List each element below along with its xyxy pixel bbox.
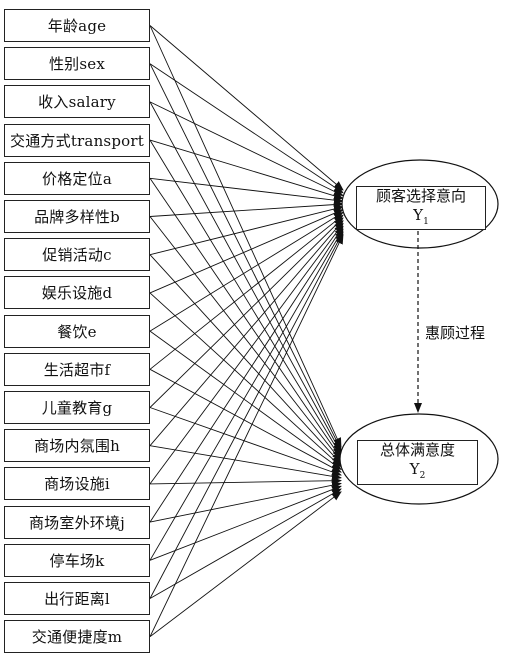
arrow-to-y2 [149,25,342,448]
arrow-to-y2 [149,330,342,470]
arrow-to-y2 [149,407,342,476]
arrow-to-y2 [149,491,342,638]
factor-box: 出行距离l [4,582,150,615]
arrow-to-y1 [149,231,344,599]
arrow-to-y1 [149,209,344,294]
y1-box: 顾客选择意向 Y1 [356,186,486,230]
arrow-to-y2 [149,178,342,460]
arrow-to-y2 [149,485,342,561]
arrow-to-y1 [149,200,344,217]
factor-box: 儿童教育g [4,391,150,424]
arrow-to-y2 [149,481,342,523]
factor-box: 商场设施i [4,467,150,501]
arrow-to-y2 [149,254,342,465]
factor-box: 商场内氛围h [4,429,150,463]
factor-box: 交通方式transport [4,123,150,157]
arrow-to-y1 [149,177,344,205]
arrow-to-y1 [149,225,344,523]
arrow-to-y2 [149,476,342,485]
factor-box: 收入salary [4,85,150,119]
arrow-to-y1 [149,211,344,332]
arrow-to-y1 [149,217,344,408]
factor-box: 生活超市f [4,352,150,386]
arrow-to-y1 [149,214,344,370]
arrow-to-y2 [149,445,342,481]
factor-box: 餐饮e [4,314,150,348]
arrow-to-y2 [149,139,342,457]
arrow-to-y2 [149,292,342,468]
arrow-to-y2 [149,488,342,599]
factor-box: 价格定位a [4,161,150,195]
arrow-to-y1 [149,139,344,200]
arrow-to-y1 [149,63,344,194]
path-arrows [149,25,344,638]
arrow-to-y1 [149,222,344,485]
y2-symbol: Y [409,460,420,478]
y1-symbol: Y [413,206,424,224]
factor-box: 促销活动c [4,238,150,272]
arrow-to-y1 [149,233,344,637]
factor-box: 商场室外环境j [4,505,150,539]
factor-box: 交通便捷度m [4,620,150,654]
arrow-to-y1 [149,205,344,256]
arrow-to-y2 [149,63,342,451]
factor-box: 娱乐设施d [4,276,150,310]
y2-box: 总体满意度 Y2 [357,440,478,485]
y2-title: 总体满意度 [379,441,455,459]
y1-title: 顾客选择意向 [375,187,466,205]
arrow-to-y2 [149,101,342,454]
arrow-to-y2 [149,368,342,473]
factor-box: 性别sex [4,47,150,81]
y2-subscript: 2 [419,471,426,481]
arrow-to-y1 [149,101,344,197]
arrow-to-y1 [149,220,344,446]
process-label: 惠顾过程 [425,324,486,342]
arrow-to-y1 [149,25,344,191]
arrow-to-y2 [149,216,342,462]
factor-box: 停车场k [4,543,150,577]
arrow-to-y1 [149,228,344,561]
y1-subscript: 1 [423,217,429,227]
factor-box: 品牌多样性b [4,200,150,233]
factor-box: 年龄age [4,9,150,42]
